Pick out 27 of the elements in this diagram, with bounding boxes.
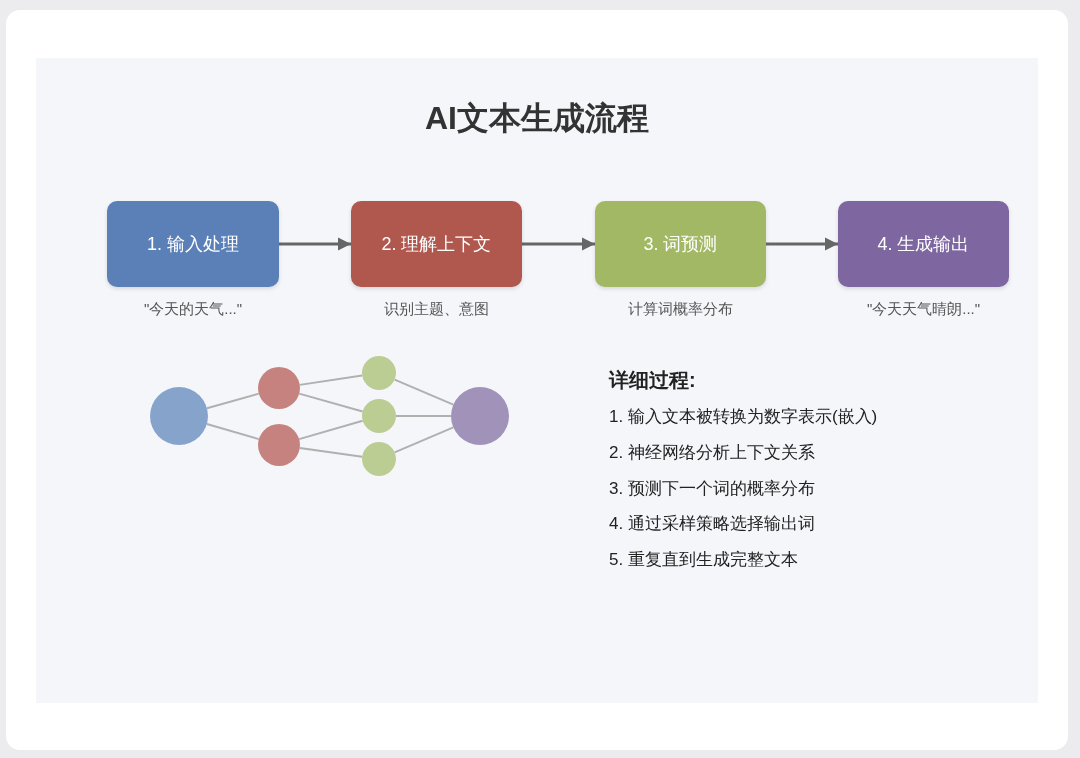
arrow bbox=[522, 237, 595, 251]
process-box: 1. 输入处理 bbox=[107, 201, 279, 287]
connection-line bbox=[298, 392, 364, 413]
diagram-title: AI文本生成流程 bbox=[424, 99, 650, 138]
section-heading: 详细过程: bbox=[609, 368, 696, 393]
connection-line bbox=[205, 423, 260, 441]
arrow bbox=[766, 237, 838, 251]
connection-line bbox=[298, 446, 364, 458]
caption-text: 计算词概率分布 bbox=[627, 300, 734, 319]
process-box: 2. 理解上下文 bbox=[351, 201, 522, 287]
process-box: 4. 生成输出 bbox=[838, 201, 1009, 287]
arrow bbox=[279, 237, 351, 251]
caption-text: "今天天气晴朗..." bbox=[865, 300, 982, 319]
caption-text: "今天的天气..." bbox=[142, 300, 244, 319]
connection-line bbox=[393, 426, 455, 454]
list-item: 1. 输入文本被转换为数字表示(嵌入) bbox=[609, 406, 878, 428]
list-item: 4. 通过采样策略选择输出词 bbox=[609, 513, 815, 535]
connection-line bbox=[395, 415, 452, 417]
list-item: 3. 预测下一个词的概率分布 bbox=[609, 478, 815, 500]
connection-line bbox=[298, 419, 364, 441]
connection-line bbox=[205, 392, 260, 410]
connection-line bbox=[298, 374, 364, 386]
list-item: 2. 神经网络分析上下文关系 bbox=[609, 442, 815, 464]
list-item: 5. 重复直到生成完整文本 bbox=[609, 549, 798, 571]
process-box: 3. 词预测 bbox=[595, 201, 766, 287]
caption-text: 识别主题、意图 bbox=[383, 300, 490, 319]
connection-line bbox=[393, 378, 455, 406]
